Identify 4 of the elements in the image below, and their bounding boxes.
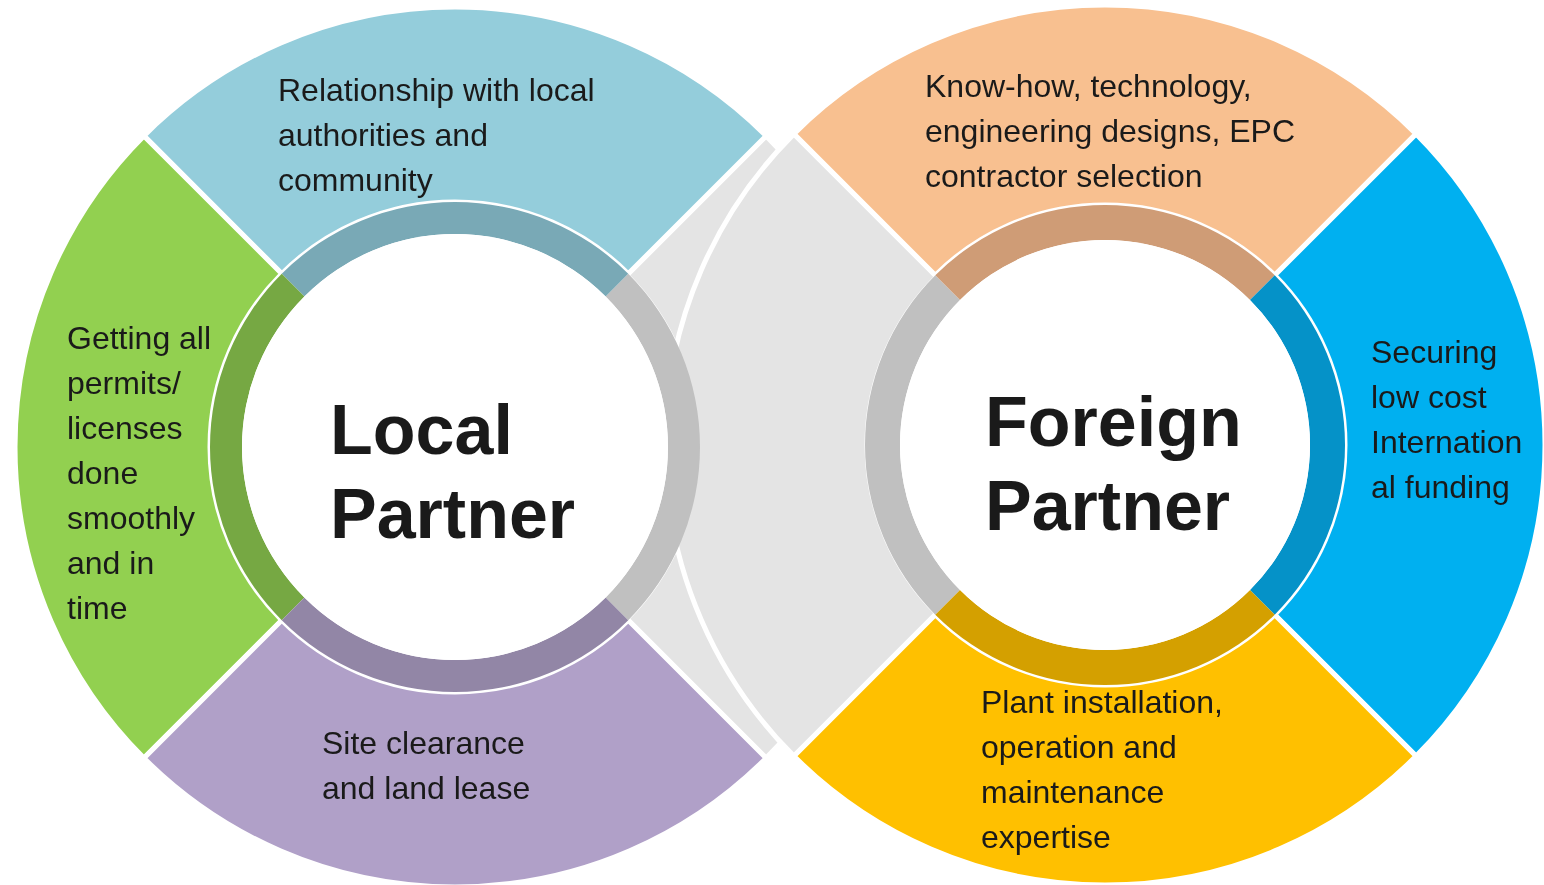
segment-text: Securing low cost International funding	[1371, 330, 1531, 510]
segment-text: Site clearance and land lease	[322, 721, 582, 811]
partner-title: Foreign Partner	[985, 382, 1243, 547]
partner-title: Local Partner	[330, 390, 577, 555]
